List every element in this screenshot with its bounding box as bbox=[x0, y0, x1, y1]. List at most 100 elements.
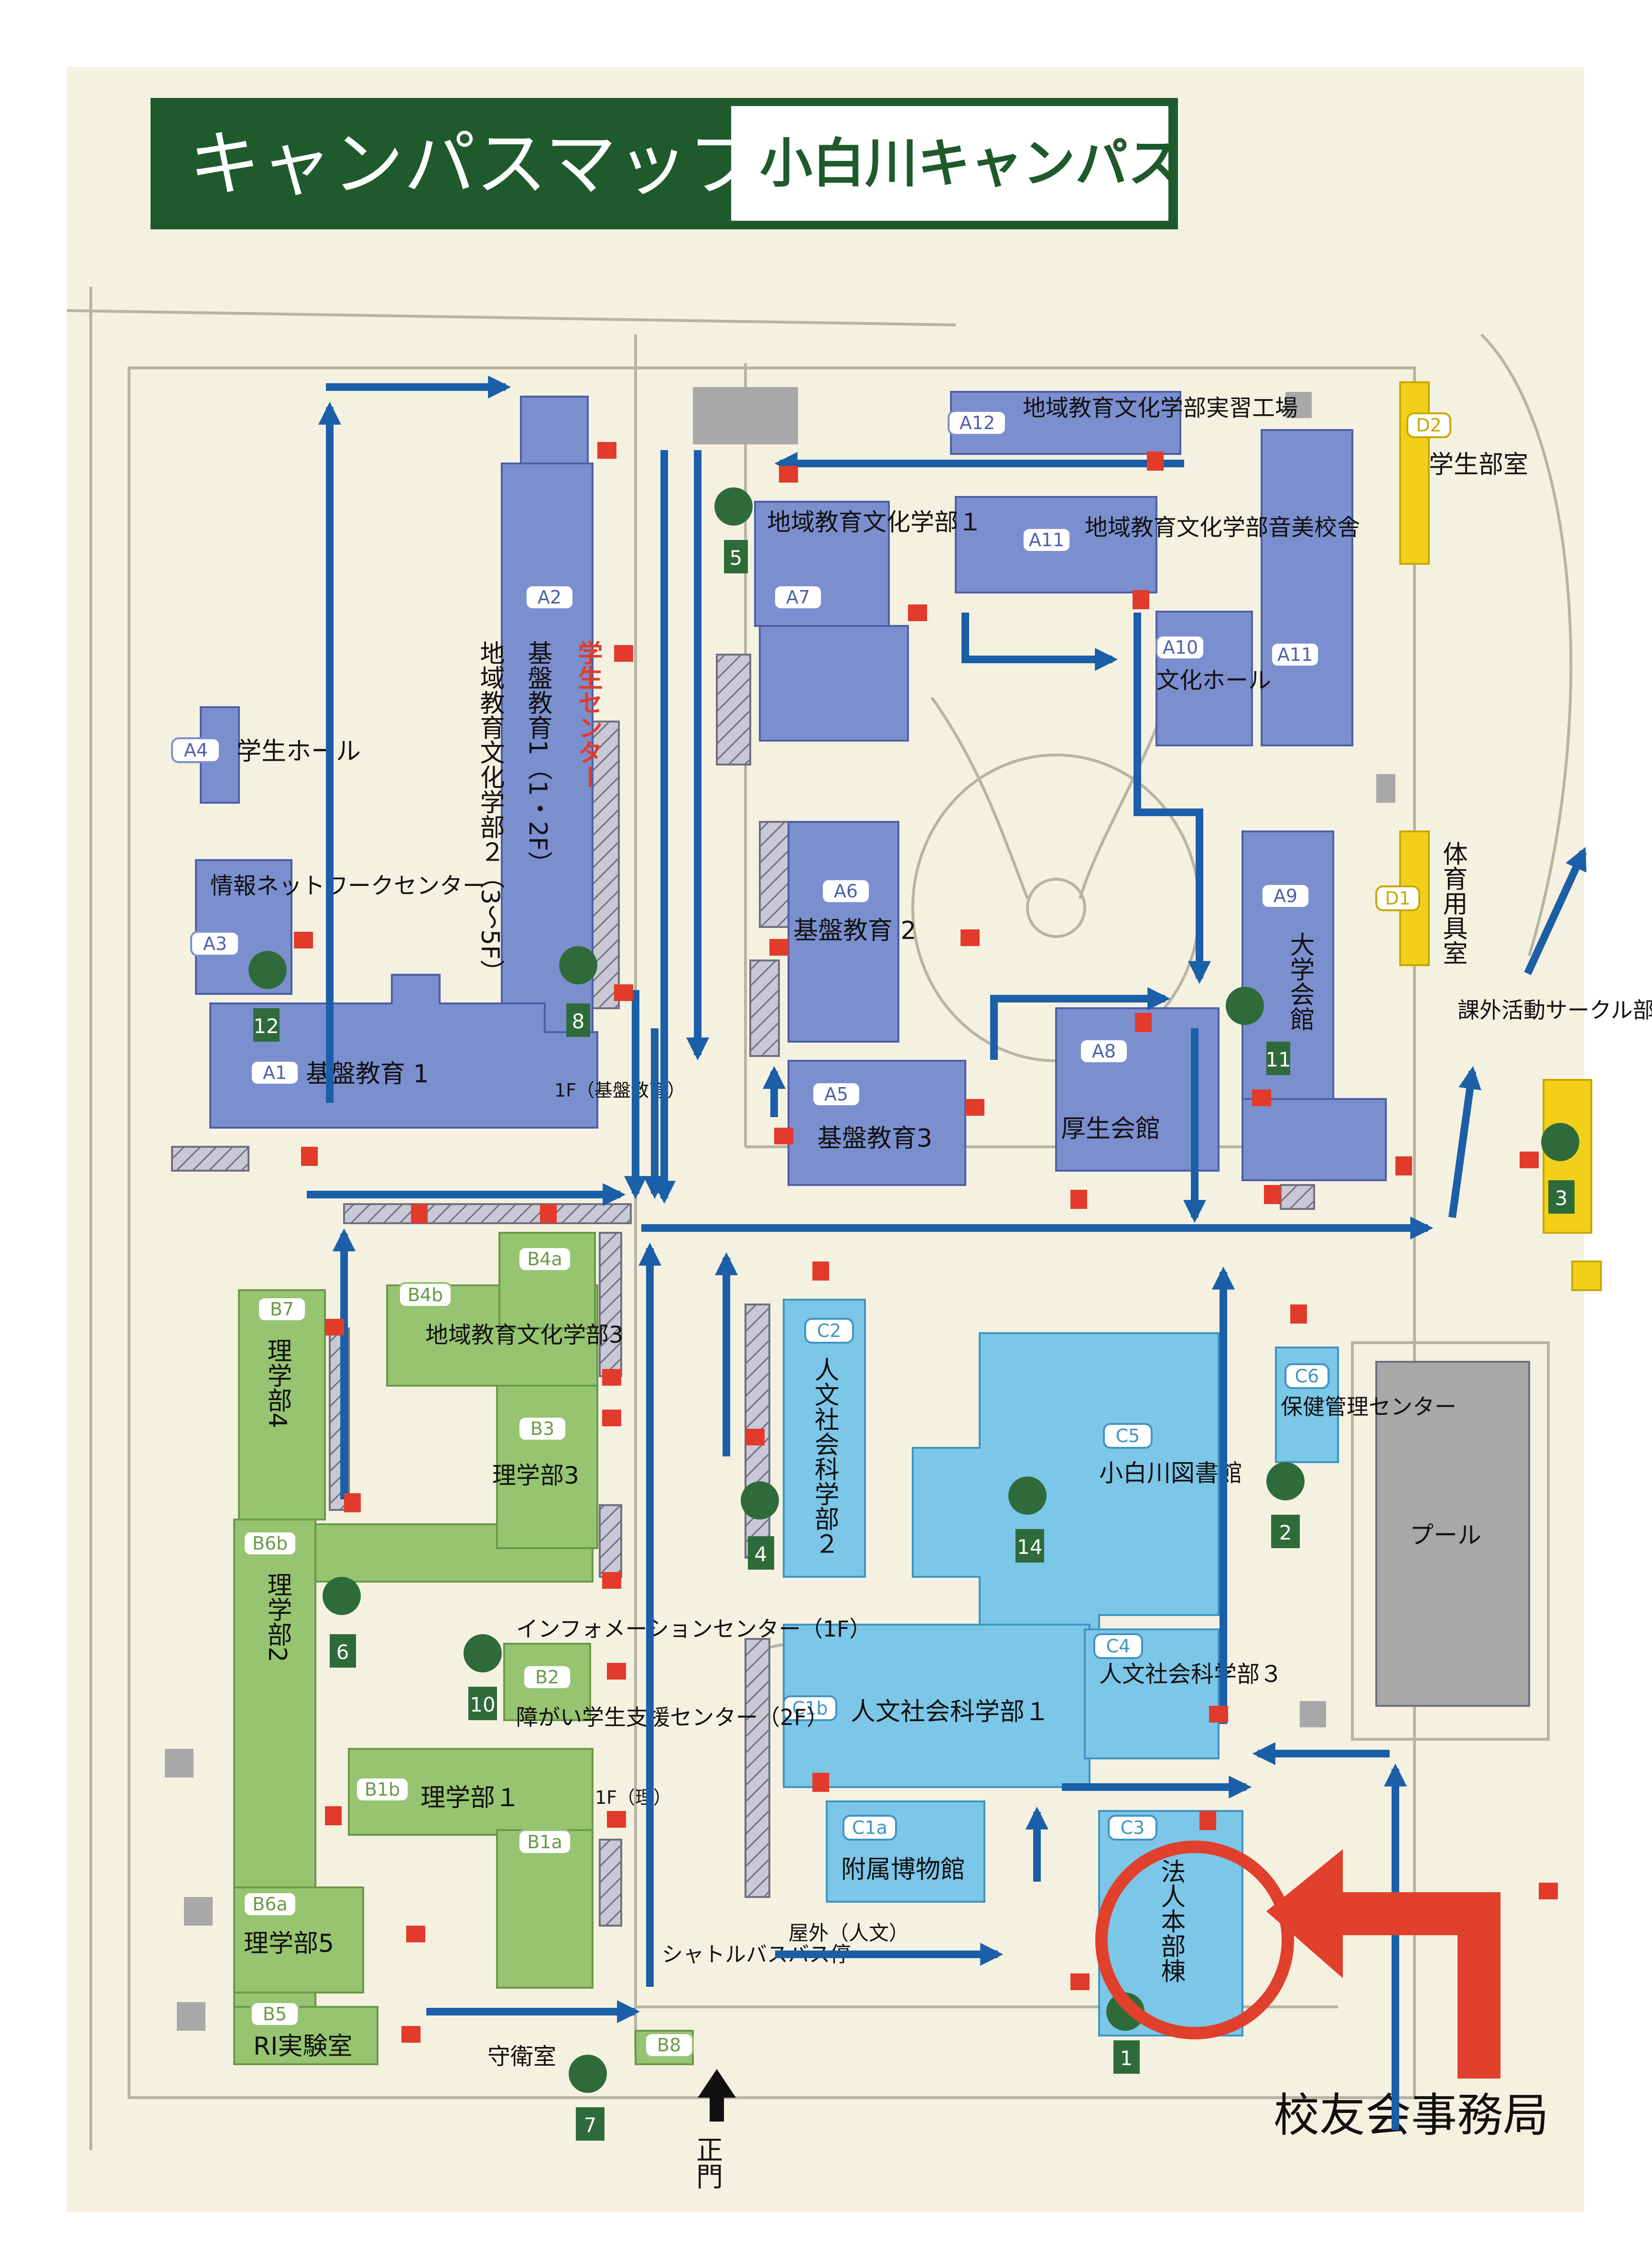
name-C4: 人文社会科学部３ bbox=[1099, 1661, 1283, 1688]
name-C1b: 人文社会科学部１ bbox=[851, 1698, 1049, 1726]
building-names-vertical: 基盤教育1（1・2F） 地域教育文化学部２（3～5F） 大学会館 理学部4 理学… bbox=[263, 640, 1467, 1983]
aed-11: 11 bbox=[1265, 1048, 1291, 1071]
badge-B1a: B1a bbox=[527, 1832, 562, 1853]
aed-10: 10 bbox=[470, 1693, 495, 1716]
header-campus-box bbox=[731, 106, 1168, 221]
entrance-markers bbox=[294, 442, 1558, 2043]
badge-B6a: B6a bbox=[252, 1894, 288, 1915]
aed-7: 7 bbox=[584, 2113, 597, 2137]
badge-frames-yellow bbox=[1375, 412, 1451, 911]
name-B5: RI実験室 bbox=[253, 2032, 352, 2061]
badge-A3: A3 bbox=[203, 933, 227, 954]
badge-B8: B8 bbox=[657, 2035, 681, 2056]
badge-C2: C2 bbox=[817, 1320, 842, 1341]
student-center-label: 学生センター bbox=[573, 640, 602, 789]
badge-C4: C4 bbox=[1106, 1636, 1131, 1657]
name-C1a: 附属博物館 bbox=[841, 1855, 965, 1884]
name-C6: 保健管理センター bbox=[1281, 1394, 1457, 1420]
outdoor-label: 屋外（人文） bbox=[788, 1921, 909, 1945]
aed-8: 8 bbox=[572, 1010, 585, 1033]
badge-B3: B3 bbox=[530, 1418, 554, 1439]
name-A4: 学生ホール bbox=[237, 737, 361, 766]
alumni-office-label: 校友会事務局 bbox=[1274, 2089, 1549, 2142]
badge-codes-light: C1b C1a C2 C3 C4 C5 C6 bbox=[792, 1320, 1319, 1838]
pool-label: プール bbox=[1410, 1521, 1481, 1549]
name-D2: 学生部室 bbox=[1429, 451, 1528, 479]
badge-B2: B2 bbox=[535, 1667, 559, 1688]
club-room-label: 課外活動サークル部 bbox=[1458, 997, 1652, 1023]
badge-A11: A11 bbox=[1029, 529, 1064, 550]
aed-12: 12 bbox=[253, 1014, 279, 1038]
b-zone-buildings bbox=[233, 1232, 694, 2065]
badge-D1: D1 bbox=[1385, 888, 1410, 909]
page-title: キャンパスマップ bbox=[189, 123, 760, 206]
name-C3: 法人本部棟 bbox=[1156, 1859, 1185, 1983]
badge-B5: B5 bbox=[263, 2004, 287, 2025]
name-A2-upper: 地域教育文化学部２（3～5F） bbox=[475, 640, 504, 984]
name-B4b: 地域教育文化学部3 bbox=[425, 1322, 624, 1348]
name-A3: 情報ネットワークセンター bbox=[210, 873, 486, 899]
name-B2-line1: インフォメーションセンター（1F） bbox=[516, 1616, 871, 1642]
badge-B4b: B4b bbox=[408, 1284, 443, 1305]
badge-A4: A4 bbox=[184, 740, 208, 761]
badge-frames-light bbox=[783, 1318, 1329, 1841]
name-A7: 地域教育文化学部１ bbox=[767, 508, 982, 536]
name-B2-line2: 障がい学生支援センター（2F） bbox=[516, 1704, 829, 1730]
name-B3: 理学部3 bbox=[492, 1462, 579, 1489]
badge-codes-yellow: D2 D1 bbox=[1385, 415, 1441, 909]
badge-D2: D2 bbox=[1416, 415, 1441, 436]
name-B6b: 理学部2 bbox=[263, 1572, 292, 1662]
name-A8: 厚生会館 bbox=[1061, 1115, 1160, 1143]
badge-B7: B7 bbox=[270, 1299, 294, 1320]
name-D1: 体育用具室 bbox=[1438, 841, 1467, 965]
floor-ri-label: 1F（理） bbox=[595, 1787, 671, 1808]
main-gate-label: 正門 bbox=[692, 2136, 723, 2189]
badge-C1a: C1a bbox=[852, 1817, 887, 1838]
aed-3: 3 bbox=[1555, 1186, 1568, 1210]
name-A2: 基盤教育1（1・2F） bbox=[523, 640, 552, 876]
name-B6a: 理学部5 bbox=[244, 1929, 334, 1958]
name-A5: 基盤教育3 bbox=[817, 1124, 932, 1153]
name-B1b: 理学部１ bbox=[421, 1784, 520, 1812]
badge-C5: C5 bbox=[1116, 1425, 1140, 1446]
aed-5: 5 bbox=[730, 546, 743, 570]
route-arrows bbox=[307, 376, 1587, 2130]
main-gate-arrow-icon bbox=[698, 2069, 736, 2122]
badge-A8: A8 bbox=[1092, 1041, 1116, 1062]
campus-name: 小白川キャンパス bbox=[760, 133, 1180, 194]
name-C5: 小白川図書館 bbox=[1099, 1459, 1242, 1487]
badge-B1b: B1b bbox=[365, 1779, 400, 1800]
misc-labels: 課外活動サークル部 プール 屋外（人文） シャトルバスバス停 1F（基盤教育） … bbox=[554, 997, 1652, 2189]
aed-14: 14 bbox=[1017, 1535, 1042, 1559]
aed-markers: 5 8 12 11 3 4 14 2 6 10 1 7 bbox=[248, 487, 1579, 2141]
highlight-circle bbox=[1095, 1841, 1294, 2039]
minor-structures bbox=[165, 387, 1395, 2031]
badge-A11-right: A11 bbox=[1277, 644, 1313, 665]
badge-A1: A1 bbox=[263, 1062, 287, 1083]
pointer-arrow-icon bbox=[1266, 1849, 1501, 2079]
name-A10: 文化ホール bbox=[1156, 667, 1271, 694]
aed-4: 4 bbox=[755, 1542, 767, 1566]
badge-A5: A5 bbox=[824, 1084, 848, 1105]
badge-A6: A6 bbox=[834, 881, 858, 902]
aed-1: 1 bbox=[1120, 2047, 1133, 2070]
badge-codes: A2 A1 A3 A4 A5 A6 A7 A8 A9 A10 A11 A11 A… bbox=[184, 412, 1313, 1105]
badge-C6: C6 bbox=[1295, 1366, 1319, 1387]
name-B8: 守衛室 bbox=[487, 2043, 556, 2070]
badge-A7: A7 bbox=[786, 587, 810, 608]
name-A11: 地域教育文化学部音美校舎 bbox=[1085, 514, 1360, 541]
name-A9: 大学会館 bbox=[1285, 932, 1314, 1031]
badge-A2: A2 bbox=[538, 587, 561, 608]
name-B7: 理学部4 bbox=[263, 1338, 292, 1428]
name-A1: 基盤教育 1 bbox=[306, 1060, 429, 1088]
badge-B6b: B6b bbox=[252, 1533, 288, 1554]
badge-A10: A10 bbox=[1163, 637, 1198, 658]
badge-frames-green bbox=[243, 1246, 694, 2058]
name-A12: 地域教育文化学部実習工場 bbox=[1023, 395, 1298, 421]
badge-B4a: B4a bbox=[527, 1249, 562, 1270]
badge-frames bbox=[171, 410, 1320, 1107]
badge-C3: C3 bbox=[1121, 1817, 1145, 1838]
badge-codes-green: B1a B1b B2 B3 B4a B4b B5 B6a B6b B7 B8 bbox=[252, 1249, 681, 2056]
aed-2: 2 bbox=[1279, 1521, 1292, 1544]
